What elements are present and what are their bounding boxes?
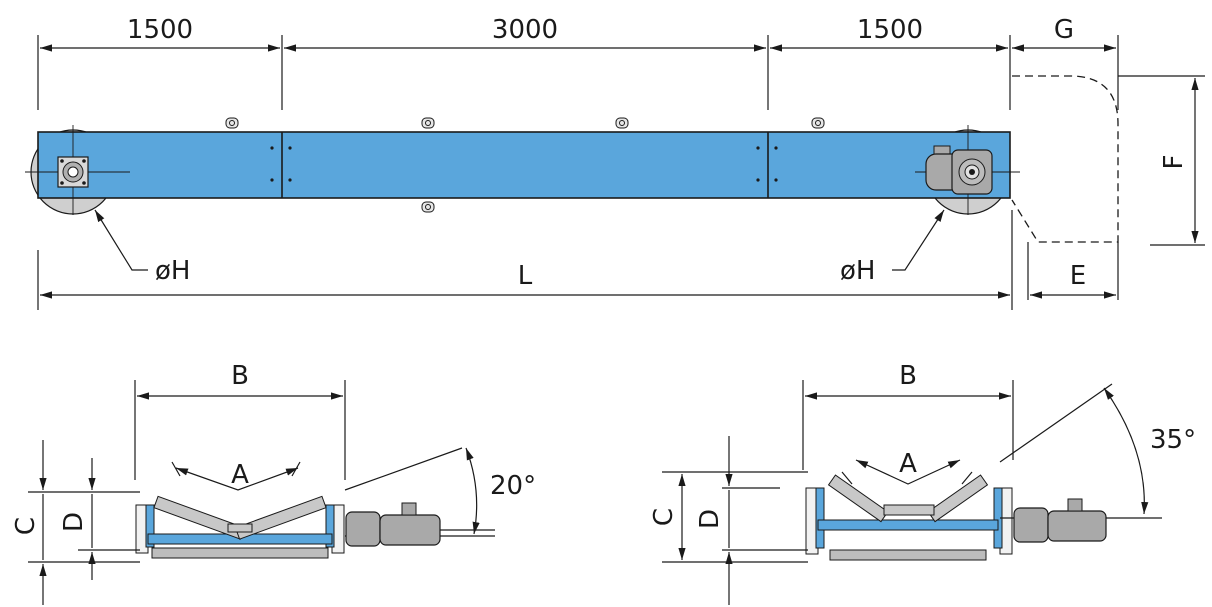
leader-h-right — [892, 209, 945, 271]
cross-section-35: B A 35° — [649, 361, 1196, 605]
dim-a-left-label: A — [231, 460, 249, 490]
dim-l-label: L — [518, 261, 533, 291]
left-bearing — [57, 156, 89, 188]
cross-section-20: B A 20° — [11, 361, 536, 605]
dim-seg2-label: 3000 — [492, 15, 558, 45]
angle-35-label: 35° — [1150, 425, 1196, 455]
dim-line-a-right — [855, 459, 961, 485]
guard-envelope — [1011, 75, 1119, 243]
dim-line-a-left — [175, 467, 299, 491]
conveyor-frame — [37, 131, 1011, 199]
angle-arc-20 — [465, 447, 480, 535]
dim-b-right-label: B — [899, 361, 917, 391]
drive-motor — [925, 145, 993, 195]
angle-20-label: 20° — [490, 471, 536, 501]
support-lugs — [225, 117, 825, 213]
dim-f-label: F — [1159, 155, 1189, 170]
dim-a-right-label: A — [899, 449, 917, 479]
drive-motor-20 — [345, 502, 495, 547]
dim-g-label: G — [1054, 15, 1074, 45]
dim-e-label: E — [1070, 261, 1086, 291]
dim-h-right-label: øH — [840, 256, 875, 286]
drive-motor-35 — [1013, 498, 1107, 543]
angle-arc-35 — [1103, 387, 1149, 515]
dim-c-left-label: C — [11, 517, 41, 535]
leader-h-left — [94, 209, 148, 271]
dim-seg1-label: 1500 — [127, 15, 193, 45]
dim-d-left-label: D — [59, 512, 89, 532]
dim-h-left-label: øH — [155, 256, 190, 286]
side-view: 1500 3000 1500 G — [25, 15, 1205, 310]
dim-b-left-label: B — [231, 361, 249, 391]
dim-seg3-label: 1500 — [857, 15, 923, 45]
dim-c-right-label: C — [649, 508, 679, 526]
dim-d-right-label: D — [695, 509, 725, 529]
